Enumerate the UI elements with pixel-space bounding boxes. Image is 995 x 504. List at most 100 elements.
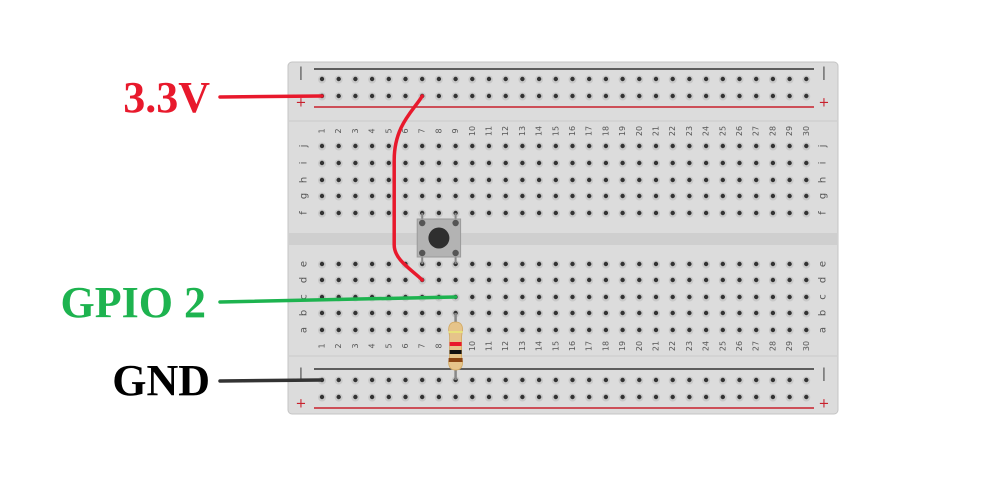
terminal-hole: [601, 209, 610, 218]
hole: [453, 277, 458, 283]
column-number: 4: [368, 343, 377, 348]
terminal-hole: [384, 309, 393, 318]
hole: [670, 277, 675, 283]
rail-hole: [735, 393, 744, 402]
terminal-hole: [702, 209, 711, 218]
hole: [653, 193, 659, 199]
terminal-hole: [685, 260, 694, 269]
rail-hole: [468, 92, 477, 101]
terminal-hole: [685, 192, 694, 201]
hole: [603, 210, 609, 216]
terminal-hole: [785, 260, 794, 269]
column-number: 6: [401, 128, 410, 133]
terminal-hole: [434, 176, 443, 185]
row-letter: h: [818, 177, 829, 183]
row-letter: i: [299, 162, 310, 165]
terminal-hole: [501, 192, 510, 201]
hole: [470, 327, 475, 333]
hole: [319, 310, 325, 316]
hole: [687, 143, 692, 149]
terminal-hole: [601, 276, 610, 285]
terminal-hole: [618, 326, 627, 335]
hole: [553, 160, 558, 166]
terminal-hole: [768, 276, 777, 285]
hole: [637, 310, 642, 316]
top-right-plus-symbol: +: [819, 96, 830, 111]
hole: [620, 261, 625, 267]
hole: [486, 177, 492, 183]
column-number: 1: [318, 128, 327, 133]
hole: [754, 193, 759, 199]
hole: [386, 210, 391, 216]
hole: [319, 210, 325, 216]
hole: [637, 143, 642, 149]
terminal-hole: [585, 309, 594, 318]
terminal-hole: [434, 159, 443, 168]
terminal-hole: [735, 260, 744, 269]
terminal-hole: [468, 192, 477, 201]
terminal-hole: [468, 276, 477, 285]
rail-hole: [418, 376, 427, 385]
hole: [637, 377, 642, 383]
terminal-hole: [785, 209, 794, 218]
hole: [670, 160, 675, 166]
terminal-hole: [535, 293, 544, 302]
terminal-hole: [785, 276, 794, 285]
hole: [587, 93, 592, 99]
terminal-hole: [785, 159, 794, 168]
hole: [319, 193, 325, 199]
column-number: 27: [752, 126, 761, 136]
terminal-hole: [652, 142, 660, 151]
rail-hole: [568, 393, 577, 402]
rail-hole: [601, 92, 610, 101]
terminal-hole: [351, 142, 360, 151]
terminal-hole: [451, 142, 460, 151]
rail-hole: [468, 75, 477, 84]
terminal-hole: [635, 142, 644, 151]
terminal-hole: [601, 142, 610, 151]
terminal-hole: [752, 209, 761, 218]
hole: [403, 193, 408, 199]
terminal-hole: [368, 309, 377, 318]
hole: [570, 93, 575, 99]
hole: [536, 177, 542, 183]
rail-hole: [618, 92, 627, 101]
terminal-hole: [652, 209, 660, 218]
terminal-hole: [485, 276, 493, 285]
terminal-hole: [351, 276, 360, 285]
hole: [553, 377, 558, 383]
column-number: 6: [401, 343, 410, 348]
column-number: 1: [318, 343, 327, 348]
hole: [737, 377, 742, 383]
rail-hole: [802, 75, 811, 84]
hole: [620, 177, 625, 183]
button-corner: [452, 219, 459, 227]
hole: [403, 160, 408, 166]
terminal-hole: [551, 293, 560, 302]
column-number: 22: [668, 341, 677, 351]
hole: [603, 327, 609, 333]
hole: [520, 177, 525, 183]
hole: [436, 210, 442, 216]
terminal-hole: [384, 176, 393, 185]
hole: [804, 327, 809, 333]
hole: [620, 394, 625, 400]
hole: [737, 294, 742, 300]
rail-hole: [635, 75, 644, 84]
rail-hole: [551, 393, 560, 402]
terminal-hole: [601, 176, 610, 185]
terminal-hole: [752, 293, 761, 302]
hole: [369, 93, 375, 99]
terminal-hole: [318, 309, 326, 318]
hole: [603, 193, 609, 199]
terminal-hole: [418, 309, 427, 318]
hole: [403, 327, 408, 333]
terminal-hole: [785, 176, 794, 185]
column-number: 5: [384, 128, 393, 133]
hole: [787, 377, 792, 383]
terminal-hole: [318, 159, 326, 168]
hole: [804, 261, 809, 267]
hole: [570, 394, 575, 400]
rail-hole: [601, 376, 610, 385]
